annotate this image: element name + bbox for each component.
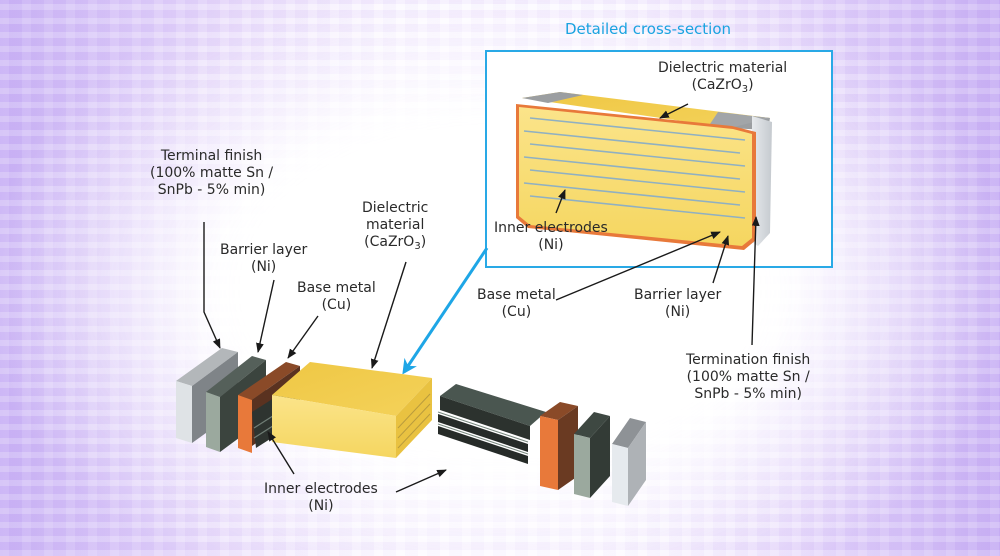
label-dielectric-left: Dielectric material (CaZrO3) [362, 200, 429, 252]
right-base-metal-piece [540, 402, 578, 490]
arrow-inner-electrodes-right [395, 469, 447, 493]
inset-title: Detailed cross-section [565, 20, 732, 38]
label-barrier-layer-left: Barrier layer (Ni) [220, 242, 308, 275]
arrow-base-metal-right [555, 231, 721, 301]
label-base-metal-left: Base metal (Cu) [297, 280, 376, 313]
arrow-inset-dielectric [659, 103, 689, 119]
inset-capacitor [516, 92, 772, 250]
inset-top-dielectric [522, 92, 770, 128]
label-base-metal-right: Base metal (Cu) [477, 287, 556, 320]
arrow-inner-electrodes-left [267, 431, 295, 475]
label-terminal-finish: Terminal finish (100% matte Sn / SnPb - … [150, 148, 274, 198]
main-dielectric-block [272, 362, 432, 458]
arrow-termination-finish [751, 216, 760, 346]
arrow-terminal-finish [203, 222, 221, 349]
right-barrier-layer-piece [574, 412, 610, 498]
arrow-barrier-layer-left [256, 279, 275, 353]
arrow-barrier-layer-right [712, 235, 730, 284]
label-barrier-layer-right: Barrier layer (Ni) [634, 287, 722, 320]
inset-front-face [519, 107, 752, 246]
arrow-inset-inner-electrodes [555, 189, 566, 214]
arrow-base-metal-left [287, 315, 319, 359]
label-inset-inner-electrodes: Inner electrodes (Ni) [494, 220, 608, 253]
inset-electrode-lines [523, 117, 746, 219]
inset-left-cap-top [522, 92, 583, 103]
inset-termination-end [752, 116, 772, 246]
label-inner-electrodes-bottom: Inner electrodes (Ni) [264, 481, 378, 514]
label-termination-finish: Termination finish (100% matte Sn / SnPb… [686, 352, 811, 402]
right-termination-finish-piece [612, 418, 646, 506]
label-inset-dielectric: Dielectric material (CaZrO3) [658, 60, 788, 95]
right-electrode-plates [437, 384, 546, 464]
arrow-dielectric-left [370, 261, 407, 369]
blue-pointer-arrow [402, 247, 489, 375]
